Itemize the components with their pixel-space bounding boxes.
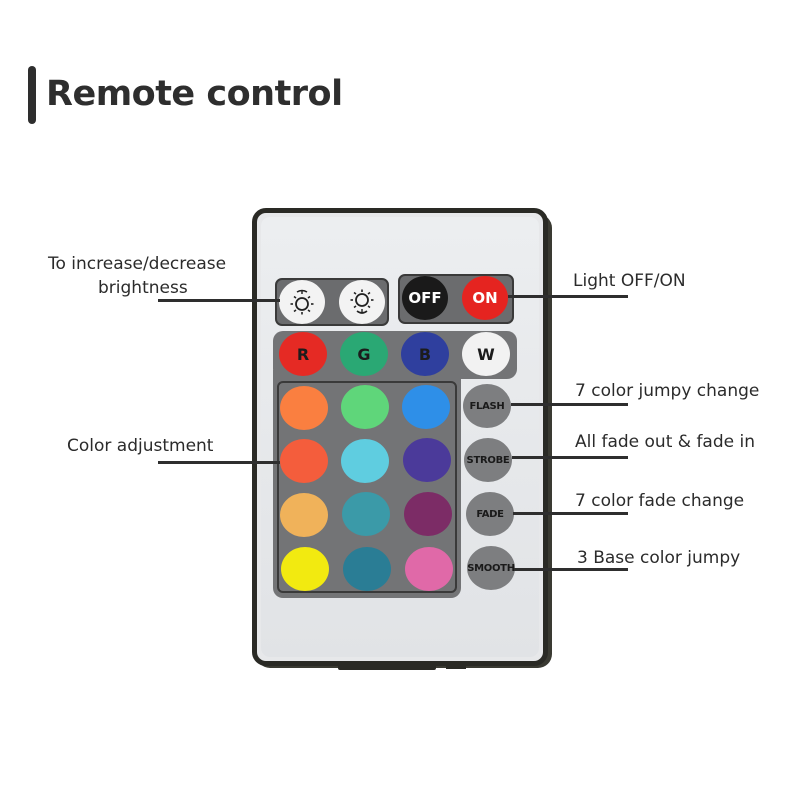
sun-up-icon: [290, 289, 314, 315]
on-button[interactable]: ON: [462, 276, 508, 320]
color-grid-border: [277, 381, 457, 593]
color-swatch-dark-teal[interactable]: [343, 547, 391, 591]
callout-power: Light OFF/ON: [573, 271, 686, 291]
color-swatch-indigo[interactable]: [403, 438, 451, 482]
page-title: Remote control: [46, 74, 343, 114]
strobe-button[interactable]: STROBE: [464, 438, 512, 482]
leader-flash: [511, 403, 628, 406]
remote-tray-latch: [446, 662, 466, 669]
callout-brightness-line2: brightness: [98, 278, 188, 298]
white-label: W: [477, 344, 495, 364]
white-button[interactable]: W: [462, 332, 510, 376]
leader-color-adjustment: [158, 461, 280, 464]
leader-smooth: [514, 568, 628, 571]
smooth-button[interactable]: SMOOTH: [467, 546, 515, 590]
leader-strobe: [512, 456, 628, 459]
fade-label: FADE: [476, 508, 504, 520]
color-swatch-cyan[interactable]: [341, 439, 389, 483]
brightness-down-button[interactable]: [339, 280, 385, 324]
color-swatch-amber[interactable]: [280, 493, 328, 537]
flash-button[interactable]: FLASH: [463, 384, 511, 428]
flash-label: FLASH: [469, 400, 505, 412]
callout-flash: 7 color jumpy change: [575, 381, 760, 401]
title-accent-bar: [28, 66, 36, 124]
strobe-label: STROBE: [466, 454, 510, 466]
callout-brightness-line1: To increase/decrease: [48, 254, 227, 274]
green-button[interactable]: G: [340, 332, 388, 376]
callout-smooth: 3 Base color jumpy: [577, 548, 741, 568]
on-label: ON: [472, 289, 498, 307]
leader-power: [508, 295, 628, 298]
color-swatch-orange[interactable]: [280, 386, 328, 430]
blue-button[interactable]: B: [401, 332, 449, 376]
off-label: OFF: [408, 289, 442, 307]
color-swatch-pink[interactable]: [405, 547, 453, 591]
leader-brightness: [158, 299, 280, 302]
color-swatch-yellow[interactable]: [281, 547, 329, 591]
callout-strobe: All fade out & fade in: [575, 432, 755, 452]
callout-color-adjustment: Color adjustment: [67, 436, 214, 456]
color-swatch-red-orange[interactable]: [280, 439, 328, 483]
blue-label: B: [418, 344, 432, 364]
green-label: G: [357, 344, 371, 364]
smooth-label: SMOOTH: [467, 562, 515, 574]
fade-button[interactable]: FADE: [466, 492, 514, 536]
color-swatch-light-green[interactable]: [341, 385, 389, 429]
remote-battery-tray: [338, 662, 436, 670]
red-button[interactable]: R: [279, 332, 327, 376]
brightness-up-button[interactable]: [279, 280, 325, 324]
color-swatch-plum[interactable]: [404, 492, 452, 536]
color-swatch-sky-blue[interactable]: [402, 385, 450, 429]
leader-fade: [513, 512, 628, 515]
sun-down-icon: [350, 289, 374, 314]
off-button[interactable]: OFF: [402, 276, 448, 320]
color-swatch-teal[interactable]: [342, 492, 390, 536]
callout-fade: 7 color fade change: [575, 491, 745, 511]
red-label: R: [296, 344, 310, 364]
